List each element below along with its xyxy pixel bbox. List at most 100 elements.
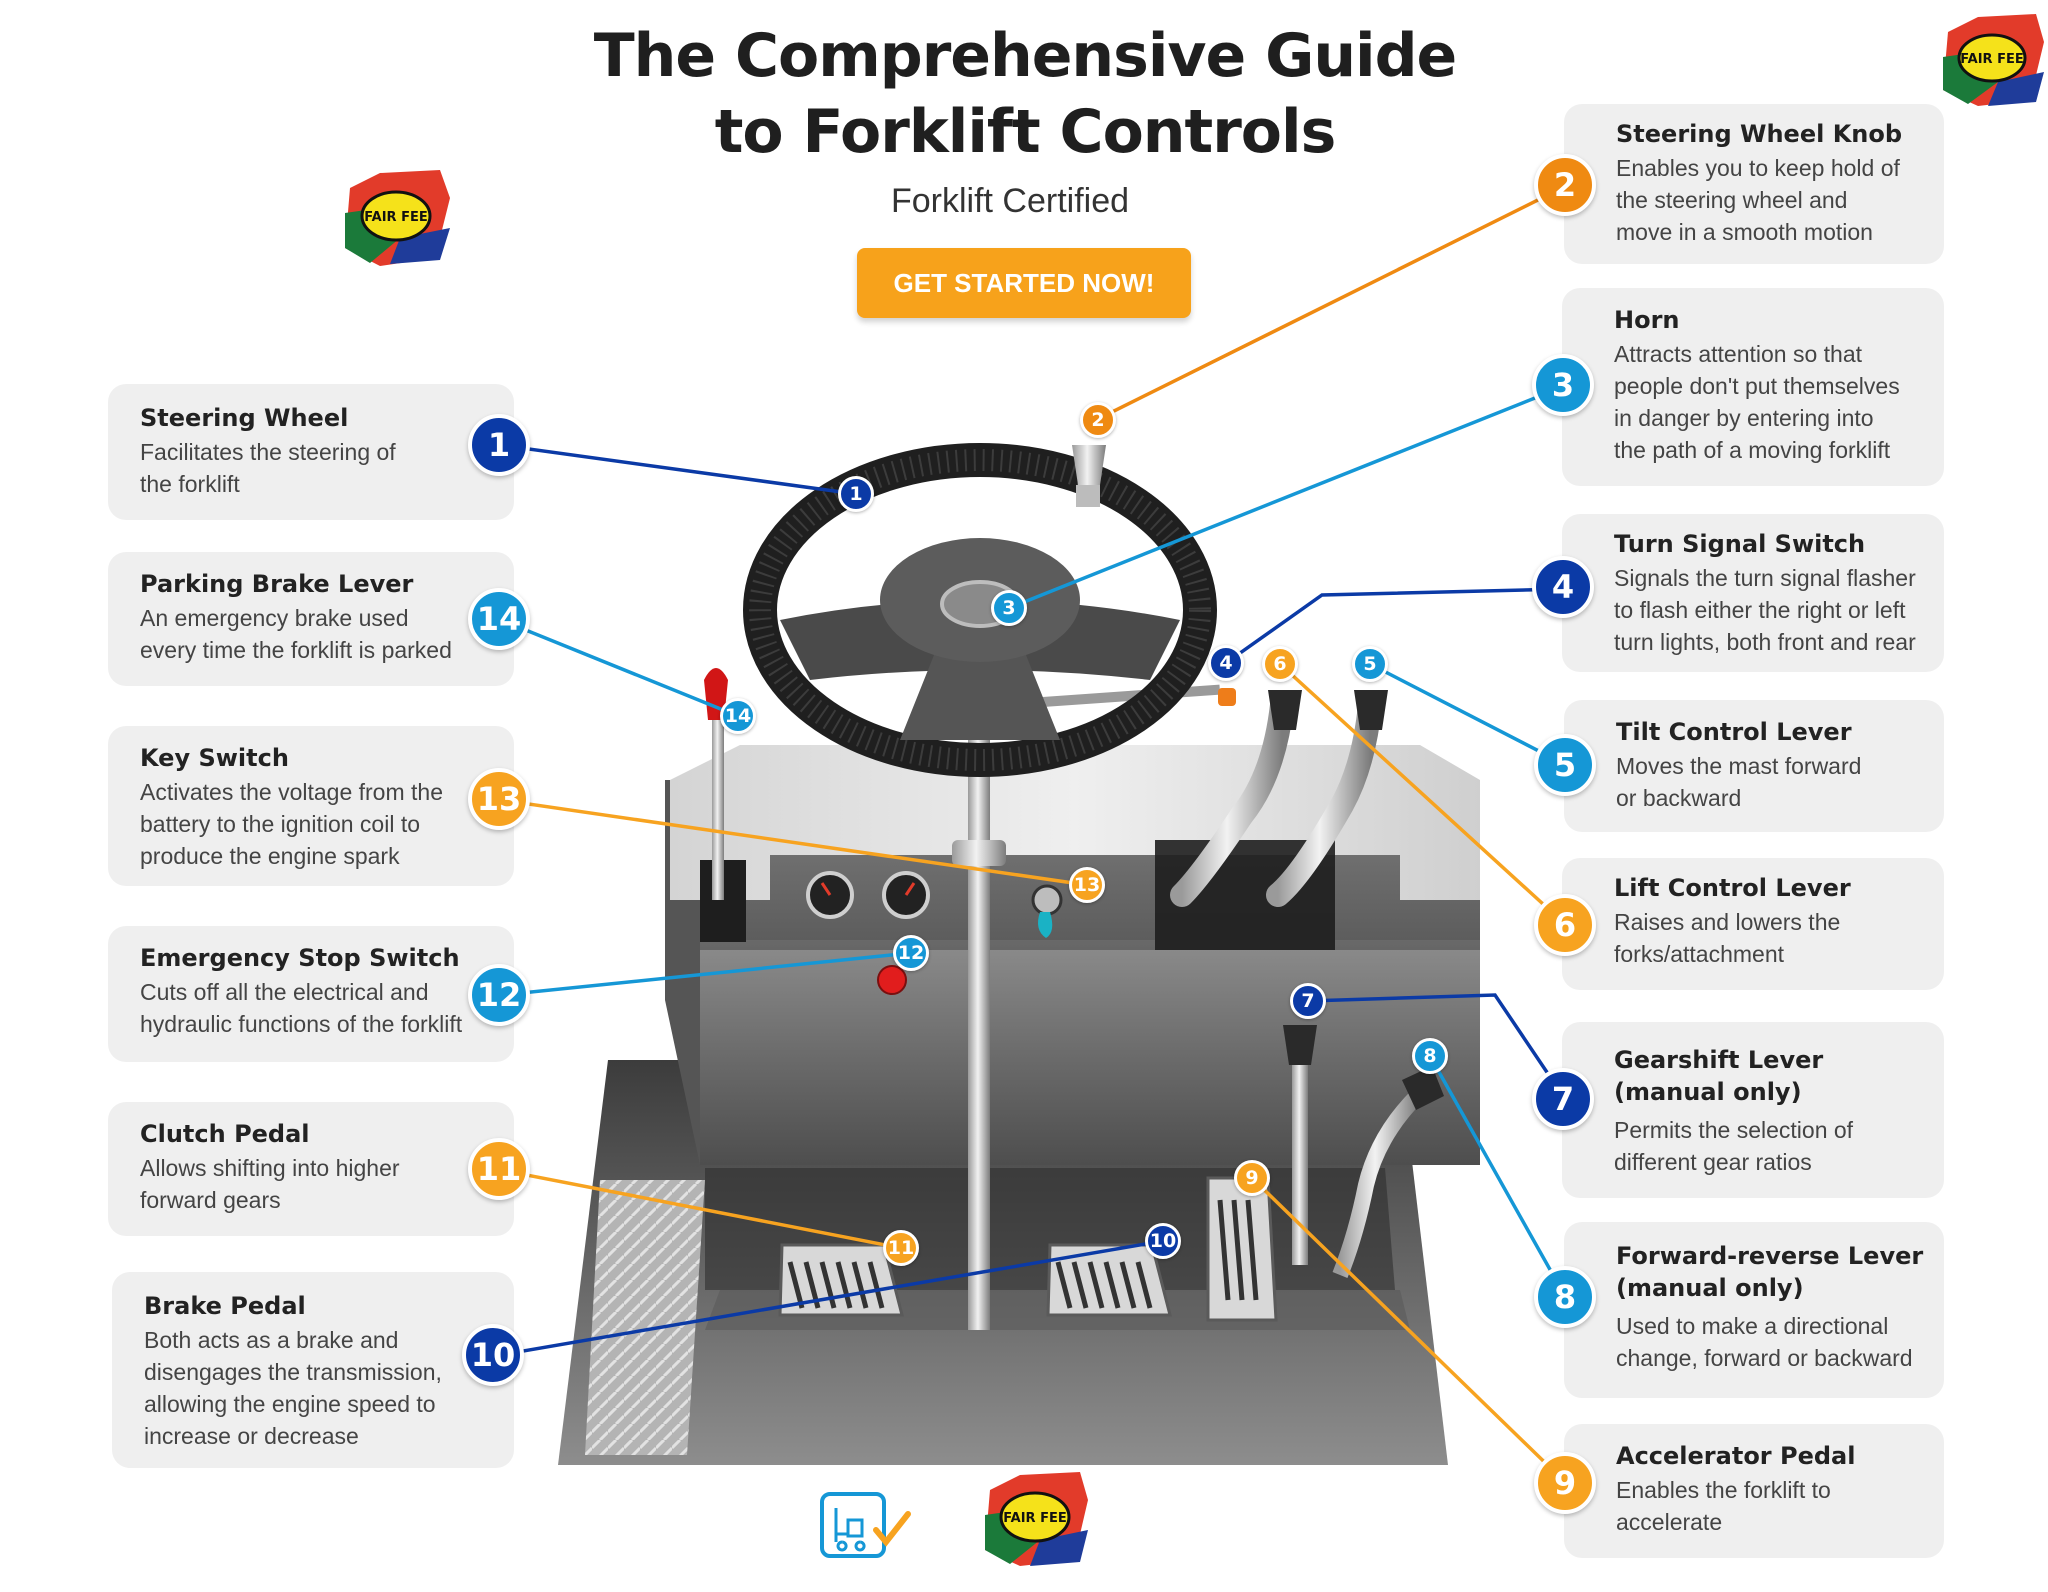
card-desc-line: change, forward or backward <box>1616 1345 1913 1371</box>
logo-text: FAIR FEE <box>1003 1511 1066 1526</box>
card-title: Key Switch <box>140 744 289 772</box>
card-desc-line: Allows shifting into higher <box>140 1155 400 1181</box>
steering-column <box>968 620 990 1330</box>
card-desc-line: Used to make a directional <box>1616 1313 1889 1339</box>
forward-reverse-lever <box>1332 1089 1424 1278</box>
marker-9[interactable]: 9 <box>1234 1160 1270 1196</box>
card-title: Steering Wheel <box>140 404 349 432</box>
marker-11[interactable]: 11 <box>883 1230 919 1266</box>
title-line-1: The Comprehensive Guide <box>593 21 1458 91</box>
badge-3[interactable]: 3 <box>1532 354 1594 416</box>
badge-10[interactable]: 10 <box>462 1324 524 1386</box>
page-title: The Comprehensive Guide to Forklift Cont… <box>560 18 1490 170</box>
marker-5[interactable]: 5 <box>1352 646 1388 682</box>
card-title: Gearshift Lever <box>1614 1046 1824 1074</box>
card-horn: Horn Attracts attention so that people d… <box>1562 288 1944 486</box>
card-desc-line: forward gears <box>140 1187 281 1213</box>
card-desc-line: allowing the engine speed to <box>144 1391 436 1417</box>
card-title: Emergency Stop Switch <box>140 944 460 972</box>
connector-14 <box>500 618 739 718</box>
card-desc-line: Raises and lowers the <box>1614 909 1841 935</box>
card-title: Parking Brake Lever <box>140 570 414 598</box>
title-line-2: to Forklift Controls <box>714 97 1337 167</box>
get-started-button[interactable]: GET STARTED NOW! <box>857 248 1191 318</box>
card-forward-reverse-lever: Forward-reverse Lever (manual only) Used… <box>1564 1222 1944 1398</box>
card-tilt-control-lever: Tilt Control Lever Moves the mast forwar… <box>1564 700 1944 832</box>
logo-text: FAIR FEE <box>364 210 427 225</box>
marker-8[interactable]: 8 <box>1412 1038 1448 1074</box>
badge-7[interactable]: 7 <box>1532 1068 1594 1130</box>
card-gearshift-lever: Gearshift Lever (manual only) Permits th… <box>1562 1022 1944 1198</box>
badge-13[interactable]: 13 <box>468 768 530 830</box>
card-parking-brake-lever: Parking Brake Lever An emergency brake u… <box>108 552 514 686</box>
card-desc-line: Moves the mast forward <box>1616 753 1862 779</box>
dashboard-top-plate <box>670 745 1480 900</box>
card-desc-line: forks/attachment <box>1614 941 1785 967</box>
connector-lines <box>493 184 1568 1485</box>
connector-3 <box>1008 384 1566 610</box>
logo-text: FAIR FEE <box>1960 52 2023 67</box>
card-desc-line: every time the forklift is parked <box>140 637 452 663</box>
fair-fee-logo-top-right: FAIR FEE <box>1943 14 2044 106</box>
marker-1[interactable]: 1 <box>838 476 874 512</box>
forklift-certified-icon <box>820 1492 911 1558</box>
badge-5[interactable]: 5 <box>1534 734 1596 796</box>
marker-7[interactable]: 7 <box>1290 983 1326 1019</box>
card-title: Accelerator Pedal <box>1616 1442 1856 1470</box>
connector-6 <box>1278 662 1568 927</box>
card-desc-line: the forklift <box>140 471 240 497</box>
marker-3[interactable]: 3 <box>991 590 1027 626</box>
badge-9[interactable]: 9 <box>1534 1452 1596 1514</box>
marker-4[interactable]: 4 <box>1208 645 1244 681</box>
badge-1[interactable]: 1 <box>468 414 530 476</box>
card-desc-line: move in a smooth motion <box>1616 219 1873 245</box>
connector-1 <box>499 443 857 496</box>
badge-12[interactable]: 12 <box>468 964 530 1026</box>
card-desc-line: Permits the selection of <box>1614 1117 1854 1143</box>
badge-2[interactable]: 2 <box>1534 154 1596 216</box>
marker-13[interactable]: 13 <box>1069 867 1105 903</box>
marker-10[interactable]: 10 <box>1145 1223 1181 1259</box>
badge-4[interactable]: 4 <box>1532 556 1594 618</box>
card-steering-wheel: Steering Wheel Facilitates the steering … <box>108 384 514 520</box>
card-accelerator-pedal: Accelerator Pedal Enables the forklift t… <box>1564 1424 1944 1558</box>
badge-6[interactable]: 6 <box>1534 894 1596 956</box>
connector-4 <box>1224 587 1566 665</box>
dashboard-front <box>700 940 1480 1165</box>
marker-12[interactable]: 12 <box>893 935 929 971</box>
card-desc-line: An emergency brake used <box>140 605 409 631</box>
card-turn-signal-switch: Turn Signal Switch Signals the turn sign… <box>1562 514 1944 672</box>
card-desc-line: accelerate <box>1616 1509 1723 1535</box>
card-desc-line: increase or decrease <box>144 1423 359 1449</box>
badge-14[interactable]: 14 <box>468 588 530 650</box>
card-title: Brake Pedal <box>144 1292 306 1320</box>
connector-7 <box>1307 993 1567 1100</box>
marker-14[interactable]: 14 <box>720 698 756 734</box>
marker-6[interactable]: 6 <box>1262 646 1298 682</box>
card-title: Horn <box>1614 306 1680 334</box>
connector-13 <box>500 798 1088 887</box>
card-desc-line: to flash either the right or left <box>1614 597 1906 623</box>
card-desc-line: disengages the transmission, <box>144 1359 442 1385</box>
marker-2[interactable]: 2 <box>1080 402 1116 438</box>
card-title: Turn Signal Switch <box>1614 530 1866 558</box>
card-desc-line: Enables you to keep hold of <box>1616 155 1900 181</box>
card-clutch-pedal: Clutch Pedal Allows shifting into higher… <box>108 1102 514 1236</box>
card-brake-pedal: Brake Pedal Both acts as a brake and dis… <box>112 1272 514 1468</box>
connector-2 <box>1095 184 1567 422</box>
key-switch <box>1031 884 1063 916</box>
connector-11 <box>500 1168 902 1250</box>
card-desc-line: the path of a moving forklift <box>1614 437 1891 463</box>
lift-control-lever <box>1170 693 1294 907</box>
card-desc-line: Both acts as a brake and <box>144 1327 399 1353</box>
card-desc-line: or backward <box>1616 785 1742 811</box>
connector-10 <box>493 1239 1164 1358</box>
badge-11[interactable]: 11 <box>468 1138 530 1200</box>
card-title: Steering Wheel Knob <box>1616 120 1903 148</box>
card-desc-line: Facilitates the steering of <box>140 439 396 465</box>
badge-8[interactable]: 8 <box>1534 1266 1596 1328</box>
card-desc-line: the steering wheel and <box>1616 187 1848 213</box>
connector-8 <box>1428 1055 1568 1299</box>
card-desc-line: Enables the forklift to <box>1616 1477 1831 1503</box>
